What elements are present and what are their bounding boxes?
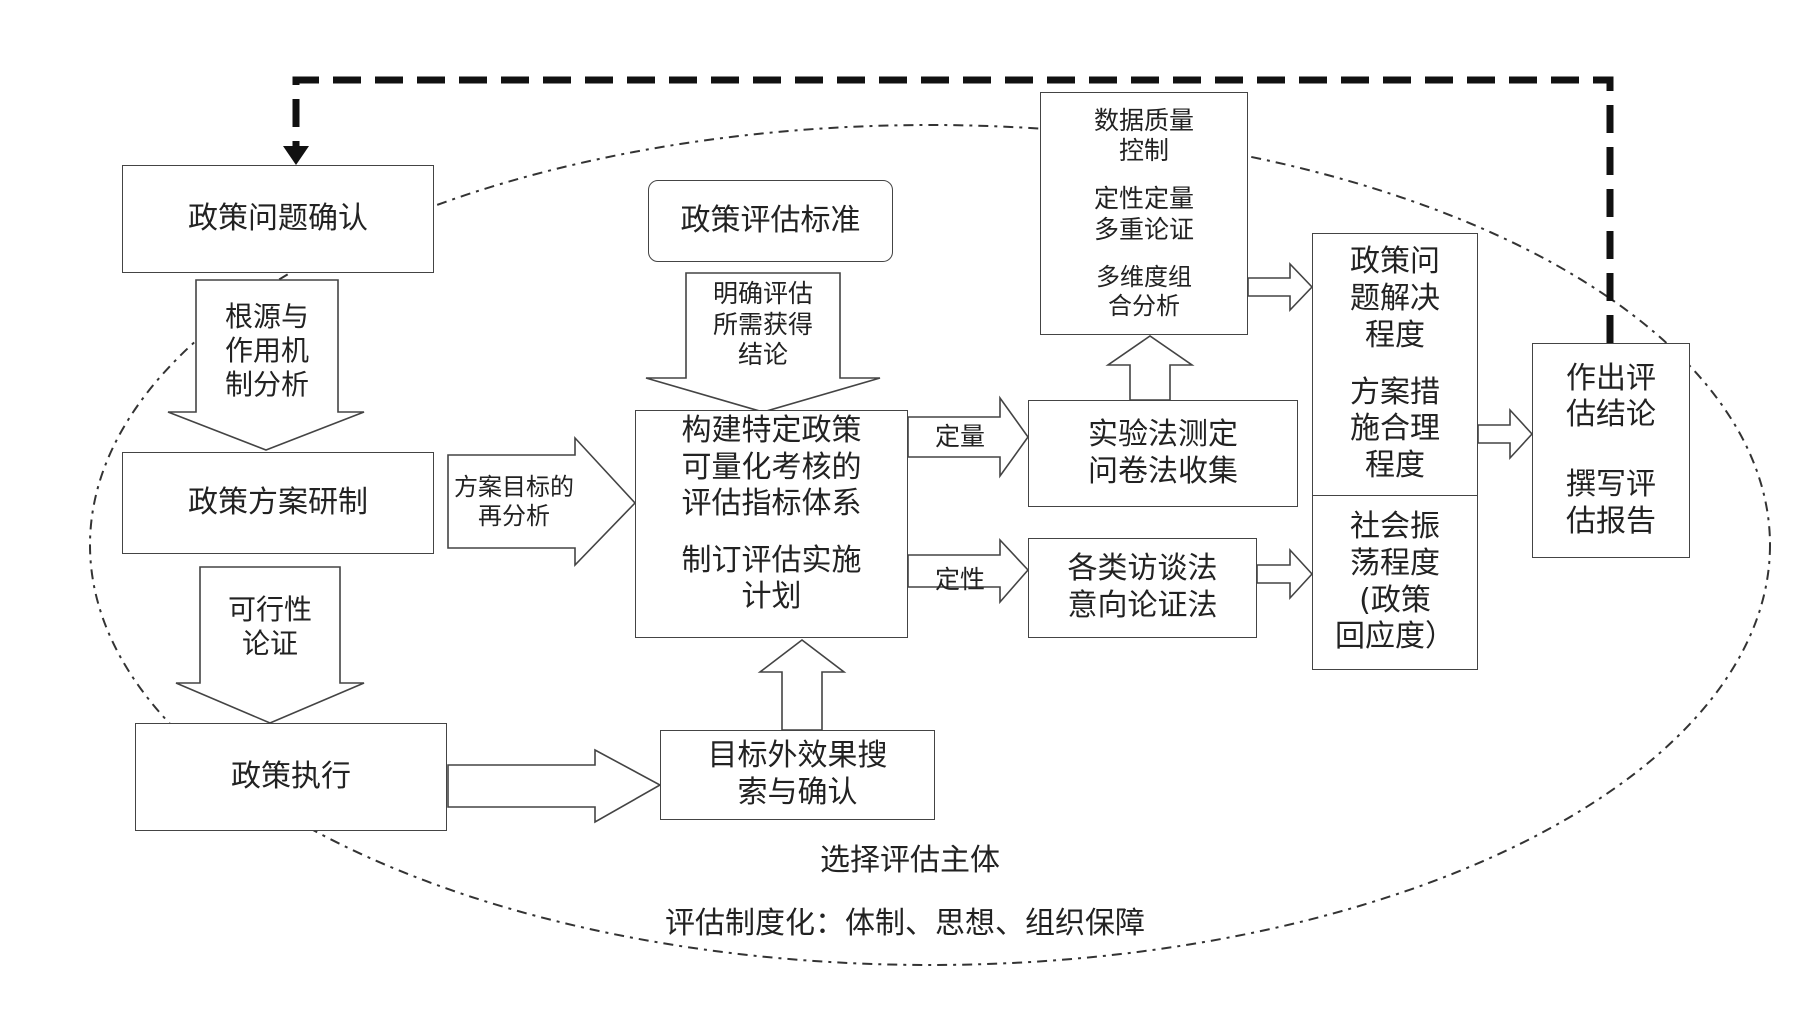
label-eval-standard: 政策评估标准 bbox=[680, 202, 861, 238]
arrow-feasibility-shape bbox=[175, 566, 365, 724]
arrow-target-reanalysis-shape bbox=[447, 435, 637, 567]
label-multi-dim: 多维度组 合分析 bbox=[1096, 262, 1192, 320]
box-conclusion: 作出评 估结论 撰写评 估报告 bbox=[1532, 343, 1690, 558]
box-eval-standard: 政策评估标准 bbox=[648, 180, 893, 262]
label-quantitative: 定量 bbox=[934, 422, 985, 451]
arrow-experiment-up-shape bbox=[1105, 335, 1195, 401]
box-side-effects: 目标外效果搜 索与确认 bbox=[660, 730, 935, 820]
outer-ellipse bbox=[89, 124, 1771, 966]
label-social-shock: 社会振 荡程度 (政策 回应度） bbox=[1335, 509, 1455, 655]
label-experiment: 实验法测定 问卷法收集 bbox=[1088, 416, 1238, 489]
box-execution: 政策执行 bbox=[135, 723, 447, 831]
feedback-loop-line bbox=[292, 76, 1614, 343]
arrow-root-analysis-shape bbox=[167, 279, 365, 451]
label-target-reanalysis: 方案目标的 再分析 bbox=[454, 473, 574, 531]
feedback-arrowhead bbox=[283, 146, 309, 165]
label-plan-reason: 方案措 施合理 程度 bbox=[1350, 374, 1440, 484]
box-results-upper: 政策问 题解决 程度 方案措 施合理 程度 bbox=[1312, 233, 1478, 496]
arrow-clear-conclusion-shape bbox=[645, 272, 881, 413]
box-quality-control: 数据质量 控制 定性定量 多重论证 多维度组 合分析 bbox=[1040, 92, 1248, 335]
box-social-shock: 社会振 荡程度 (政策 回应度） bbox=[1312, 496, 1478, 670]
label-conclusion: 作出评 估结论 bbox=[1566, 360, 1656, 433]
box-problem-confirm: 政策问题确认 bbox=[122, 165, 434, 273]
arrow-quality-right-shape bbox=[1247, 262, 1314, 312]
label-root-analysis: 根源与 作用机 制分析 bbox=[224, 300, 309, 402]
box-build-system: 构建特定政策 可量化考核的 评估指标体系 制订评估实施 计划 bbox=[635, 410, 908, 638]
label-qualitative: 定性 bbox=[934, 565, 985, 594]
label-institutionalize: 评估制度化：体制、思想、组织保障 bbox=[665, 906, 1145, 941]
arrow-qualitative-shape bbox=[907, 537, 1030, 605]
label-interview: 各类访谈法 意向论证法 bbox=[1067, 551, 1218, 623]
label-multi-argument: 定性定量 多重论证 bbox=[1093, 184, 1194, 244]
arrow-interview-right-shape bbox=[1256, 547, 1314, 601]
label-execution: 政策执行 bbox=[231, 758, 351, 794]
label-select-subject: 选择评估主体 bbox=[820, 843, 1000, 878]
label-quality-control: 数据质量 控制 bbox=[1093, 105, 1194, 166]
label-make-plan: 制订评估实施 计划 bbox=[681, 542, 862, 615]
arrow-quantitative-shape bbox=[907, 395, 1029, 479]
label-feasibility: 可行性 论证 bbox=[227, 593, 312, 661]
arrow-execution-right-shape bbox=[447, 748, 662, 824]
label-problem-confirm: 政策问题确认 bbox=[188, 200, 368, 236]
label-problem-solved: 政策问 题解决 程度 bbox=[1350, 244, 1440, 353]
box-experiment: 实验法测定 问卷法收集 bbox=[1028, 400, 1298, 507]
label-build-system: 构建特定政策 可量化考核的 评估指标体系 bbox=[681, 413, 862, 522]
box-interview: 各类访谈法 意向论证法 bbox=[1028, 538, 1257, 638]
label-plan-develop: 政策方案研制 bbox=[188, 484, 368, 520]
label-side-effects: 目标外效果搜 索与确认 bbox=[707, 738, 888, 810]
arrow-side-effect-up-shape bbox=[757, 638, 847, 731]
arrow-to-conclusion-shape bbox=[1477, 407, 1534, 461]
label-clear-conclusion: 明确评估 所需获得 结论 bbox=[712, 279, 813, 369]
box-plan-develop: 政策方案研制 bbox=[122, 452, 434, 554]
label-report: 撰写评 估报告 bbox=[1566, 467, 1656, 539]
